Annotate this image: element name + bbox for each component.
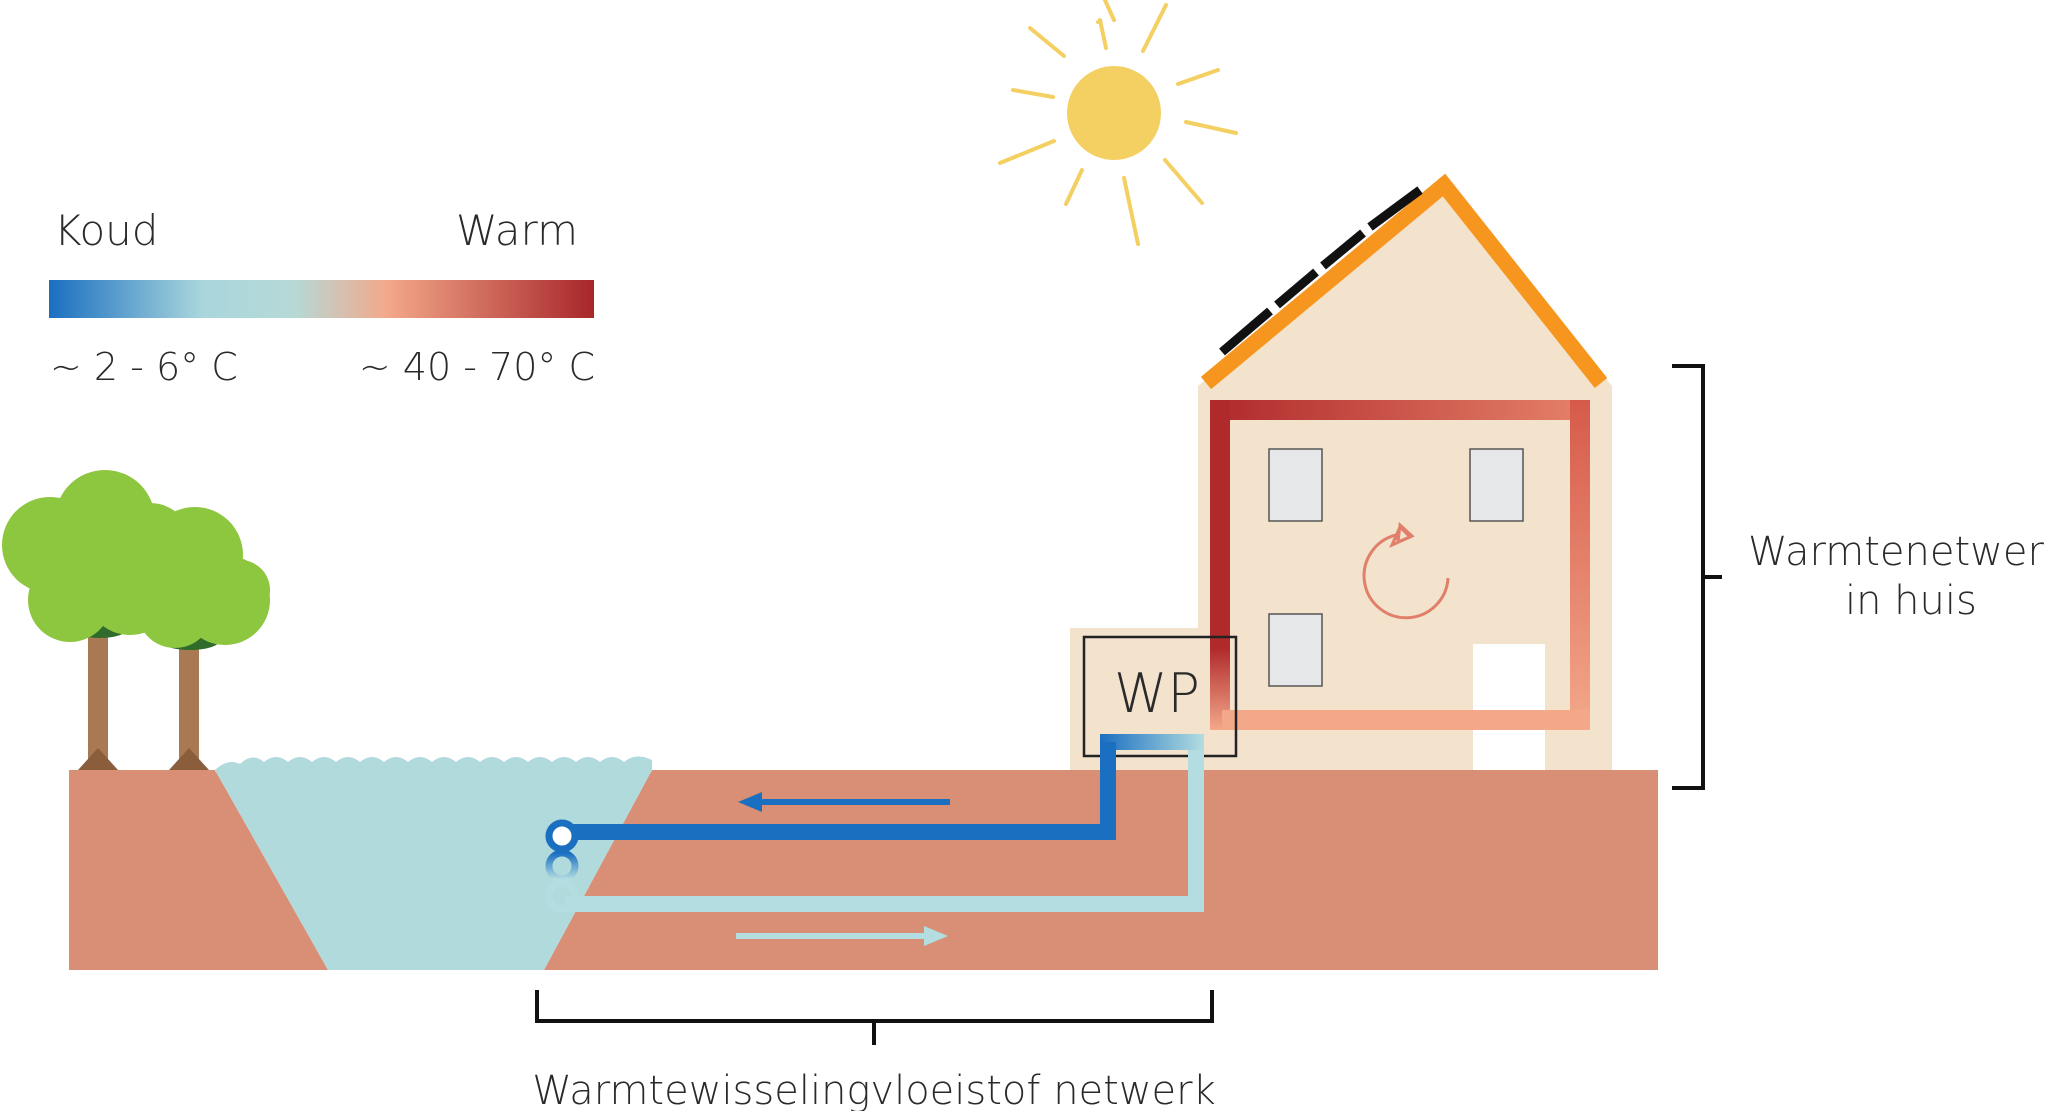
water-waves <box>215 756 652 772</box>
legend-warm-range: ~ 40 - 70° C <box>359 345 595 389</box>
water-pond <box>215 770 652 970</box>
window <box>1469 448 1524 522</box>
house-network-bracket <box>1672 364 1722 790</box>
legend-gradient-bar <box>49 280 594 318</box>
tree-icon <box>2 470 270 770</box>
circular-arrow-icon <box>1362 521 1450 620</box>
heat-pump-label: WP <box>1114 662 1200 725</box>
exchange-network-label: Warmtewisselingvloeistof netwerk <box>532 1068 1216 1111</box>
house-network-label-line1: Warmtenetwerk <box>1748 529 2048 575</box>
ground <box>69 770 328 970</box>
ground <box>544 770 1658 970</box>
sun-icon <box>998 0 1238 246</box>
arrow-right-icon <box>736 926 948 946</box>
legend-cold-range: ~ 2 - 6° C <box>50 345 238 389</box>
house-heating-loop <box>1210 400 1590 730</box>
house-network-label-line2: in huis <box>1845 578 1977 624</box>
temperature-legend: Koud Warm ~ 2 - 6° C ~ 40 - 70° C <box>49 206 595 389</box>
legend-cold-label: Koud <box>54 206 158 255</box>
heat-pump-box: WP <box>1082 635 1238 758</box>
exchange-pipes <box>545 734 1204 913</box>
window <box>1268 448 1323 522</box>
arrow-left-icon <box>738 792 950 812</box>
window <box>1268 613 1323 687</box>
solar-panel-icon <box>1219 186 1423 356</box>
door <box>1473 644 1545 770</box>
house <box>1070 173 1612 770</box>
exchange-network-bracket <box>535 990 1214 1045</box>
legend-warm-label: Warm <box>456 206 578 255</box>
